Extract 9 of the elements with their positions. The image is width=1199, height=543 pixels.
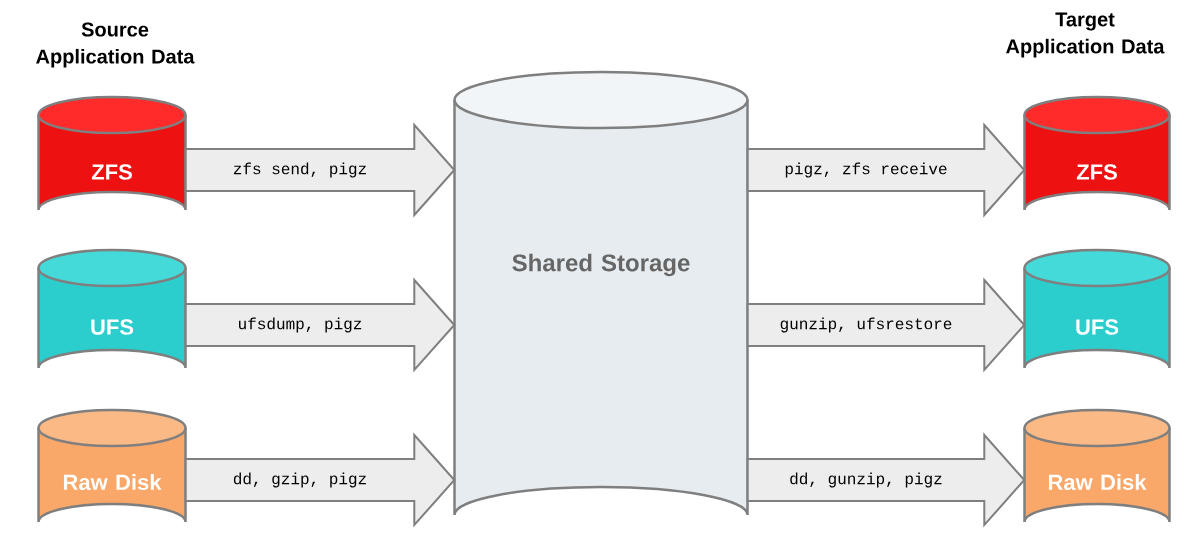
cylinder: Raw Disk — [37, 408, 187, 524]
cylinder: Shared Storage — [453, 70, 749, 517]
cylinder: ZFS — [1023, 95, 1171, 212]
cylinder: UFS — [1023, 248, 1171, 370]
heading: Target Application Data — [1006, 12, 1165, 58]
cylinder: UFS — [37, 248, 187, 370]
cylinder: Raw Disk — [1023, 408, 1171, 524]
heading: Source Application Data — [36, 22, 195, 68]
cylinder: ZFS — [37, 95, 187, 212]
